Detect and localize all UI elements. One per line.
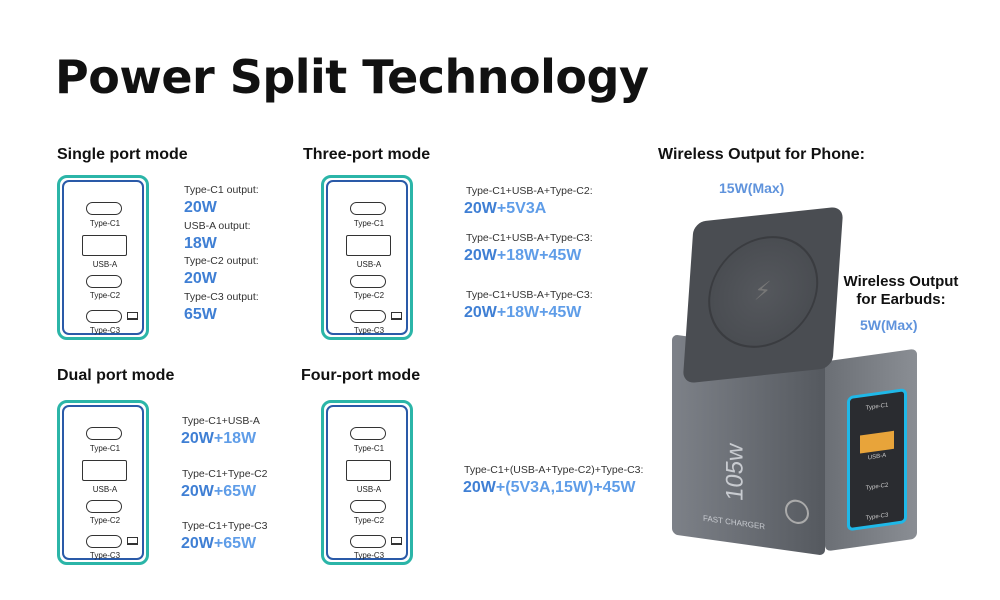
laptop-icon: [127, 537, 138, 545]
page-title: Power Split Technology: [55, 50, 649, 104]
port-label: Type-C3: [865, 512, 889, 522]
type-c1-port: [350, 202, 386, 215]
mode-label: Type-C1+USB-A+Type-C3:: [466, 289, 593, 301]
port-diagram-four: Type-C1 USB-A Type-C2 Type-C3: [321, 400, 413, 565]
port-label: Type-C3: [353, 551, 385, 560]
usb-a-port: [860, 430, 894, 454]
port-diagram-three: Type-C1 USB-A Type-C2 Type-C3: [321, 175, 413, 340]
mode-label: Type-C1+Type-C2: [182, 468, 268, 480]
mode-value: 65W: [184, 306, 217, 323]
laptop-icon: [391, 312, 402, 320]
port-label: Type-C1: [353, 444, 385, 453]
usb-a-port: [346, 460, 391, 481]
mode-value: 20W+(5V3A,15W)+45W: [463, 479, 636, 496]
port-label: USB-A: [92, 260, 118, 269]
port-label: Type-C1: [89, 219, 121, 228]
power-button-icon: [785, 498, 809, 526]
mode-value: 18W: [184, 235, 217, 252]
mode-value: 20W: [184, 199, 217, 216]
lightning-icon: ⚡: [753, 276, 773, 307]
mode-label: USB-A output:: [184, 220, 251, 232]
four-port-heading: Four-port mode: [301, 367, 421, 384]
type-c1-port: [86, 202, 122, 215]
usb-a-port: [82, 460, 127, 481]
port-label: Type-C2: [353, 516, 385, 525]
type-c2-port: [86, 500, 122, 513]
mode-label: Type-C1+USB-A: [182, 415, 260, 427]
mode-label: Type-C1+Type-C3: [182, 520, 268, 532]
port-label: Type-C2: [89, 291, 121, 300]
mode-value: 20W: [184, 270, 217, 287]
wireless-earbuds-value: 5W(Max): [860, 317, 918, 333]
type-c3-port: [350, 535, 386, 548]
mode-label: Type-C1+USB-A+Type-C3:: [466, 232, 593, 244]
laptop-icon: [127, 312, 138, 320]
port-label: Type-C2: [353, 291, 385, 300]
usb-a-port: [346, 235, 391, 256]
port-label: USB-A: [356, 485, 382, 494]
mode-label: Type-C1+(USB-A+Type-C2)+Type-C3:: [464, 464, 644, 476]
port-diagram-single: Type-C1 USB-A Type-C2 Type-C3: [57, 175, 149, 340]
type-c2-port: [86, 275, 122, 288]
mode-label: Type-C3 output:: [184, 291, 259, 303]
brand-text: FAST CHARGER: [703, 513, 766, 532]
port-label: Type-C1: [865, 402, 889, 412]
wireless-pad: ⚡: [682, 206, 844, 384]
dual-port-heading: Dual port mode: [57, 367, 175, 384]
mode-value: 20W+18W+45W: [464, 304, 582, 321]
port-label: Type-C1: [353, 219, 385, 228]
port-label: Type-C3: [89, 551, 121, 560]
port-diagram-dual: Type-C1 USB-A Type-C2 Type-C3: [57, 400, 149, 565]
port-label: USB-A: [356, 260, 382, 269]
port-label: USB-A: [92, 485, 118, 494]
mode-value: 20W+65W: [181, 535, 257, 552]
port-label: Type-C3: [89, 326, 121, 335]
usb-a-port: [82, 235, 127, 256]
type-c3-port: [86, 535, 122, 548]
port-label: Type-C3: [353, 326, 385, 335]
mode-label: Type-C1+USB-A+Type-C2:: [466, 185, 593, 197]
mode-label: Type-C2 output:: [184, 255, 259, 267]
type-c2-port: [350, 275, 386, 288]
mode-value: 20W+18W: [181, 430, 257, 447]
type-c2-port: [350, 500, 386, 513]
three-port-heading: Three-port mode: [303, 146, 431, 163]
laptop-icon: [391, 537, 402, 545]
port-label: Type-C2: [865, 482, 889, 492]
wireless-phone-value: 15W(Max): [719, 180, 785, 196]
mode-label: Type-C1 output:: [184, 184, 259, 196]
single-port-heading: Single port mode: [57, 146, 188, 163]
charger-front: Type-C1 USB-A Type-C2 Type-C3: [825, 348, 917, 552]
mode-value: 20W+18W+45W: [464, 247, 582, 264]
mode-value: 20W+65W: [181, 483, 257, 500]
wireless-phone-label: Wireless Output for Phone:: [658, 146, 865, 163]
port-label: Type-C1: [89, 444, 121, 453]
type-c1-port: [86, 427, 122, 440]
type-c3-port: [86, 310, 122, 323]
type-c1-port: [350, 427, 386, 440]
port-label: Type-C2: [89, 516, 121, 525]
mode-value: 20W+5V3A: [464, 200, 547, 217]
wattage-text: 105w: [721, 441, 749, 503]
port-panel: Type-C1 USB-A Type-C2 Type-C3: [847, 387, 907, 532]
type-c3-port: [350, 310, 386, 323]
